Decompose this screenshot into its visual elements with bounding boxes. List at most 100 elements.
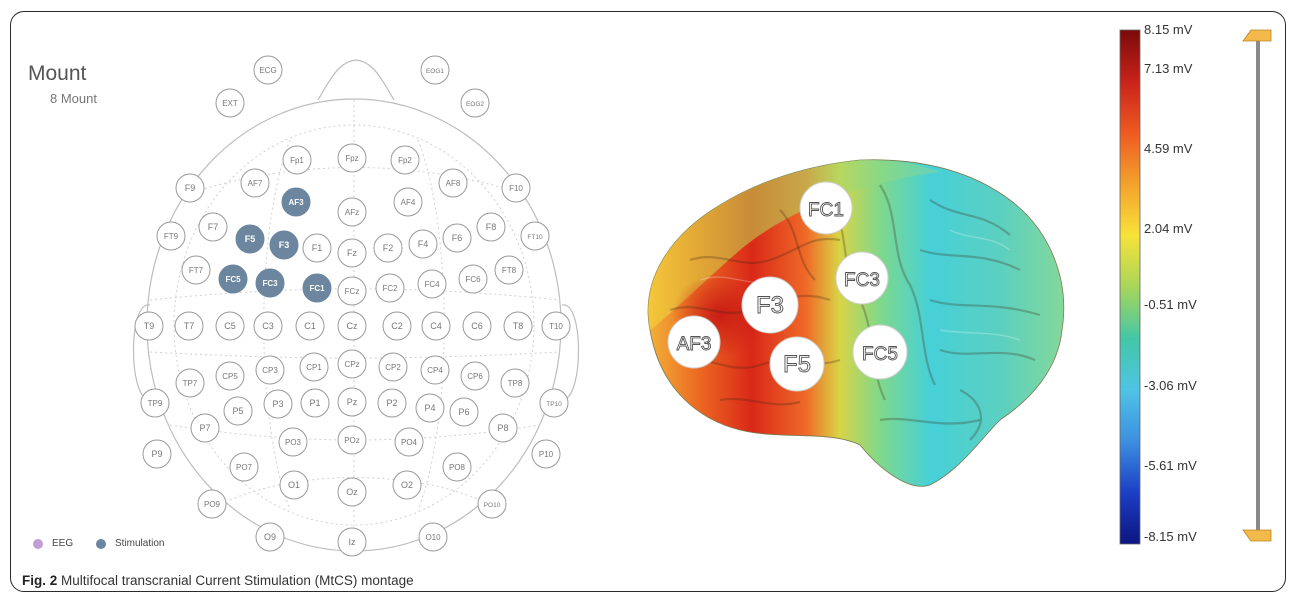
electrode-fp2[interactable]: Fp2 xyxy=(390,145,420,175)
electrode-po7[interactable]: PO7 xyxy=(229,452,259,482)
electrode-iz[interactable]: Iz xyxy=(337,527,367,557)
electrode-fc2[interactable]: FC2 xyxy=(375,273,405,303)
electrode-c1[interactable]: C1 xyxy=(295,311,325,341)
electrode-f10[interactable]: F10 xyxy=(501,173,531,203)
electrode-fc4[interactable]: FC4 xyxy=(417,269,447,299)
electrode-cp5[interactable]: CP5 xyxy=(215,361,245,391)
electrode-tp10[interactable]: TP10 xyxy=(539,388,569,418)
electrode-ft8[interactable]: FT8 xyxy=(494,255,524,285)
electrode-pz[interactable]: Pz xyxy=(337,387,367,417)
electrode-cpz[interactable]: CPz xyxy=(337,349,367,379)
electrode-cp4[interactable]: CP4 xyxy=(420,355,450,385)
electrode-fc5[interactable]: FC5 xyxy=(218,264,248,294)
electrode-po9[interactable]: PO9 xyxy=(197,489,227,519)
electrode-p9[interactable]: P9 xyxy=(142,439,172,469)
electrode-f4[interactable]: F4 xyxy=(408,229,438,259)
electrode-tp7[interactable]: TP7 xyxy=(175,368,205,398)
slider-top-handle[interactable] xyxy=(1242,29,1272,42)
electrode-p5[interactable]: P5 xyxy=(223,396,253,426)
brain-electrode-f5: F5 xyxy=(769,336,825,392)
electrode-f9[interactable]: F9 xyxy=(175,173,205,203)
slider-bottom-handle[interactable] xyxy=(1242,529,1272,542)
electrode-p6[interactable]: P6 xyxy=(449,397,479,427)
electrode-fz[interactable]: Fz xyxy=(337,238,367,268)
electrode-p10[interactable]: P10 xyxy=(531,439,561,469)
electrode-ecg[interactable]: ECG xyxy=(253,55,283,85)
electrode-oz[interactable]: Oz xyxy=(337,477,367,507)
electrode-t8[interactable]: T8 xyxy=(503,311,533,341)
electrode-fc1[interactable]: FC1 xyxy=(302,273,332,303)
electrode-f7[interactable]: F7 xyxy=(198,212,228,242)
electrode-circle xyxy=(390,145,420,175)
electrode-ft9[interactable]: FT9 xyxy=(156,221,186,251)
electrode-circle xyxy=(140,388,170,418)
electrode-cz[interactable]: Cz xyxy=(337,311,367,341)
electrode-circle xyxy=(420,55,450,85)
electrode-po10[interactable]: PO10 xyxy=(477,489,507,519)
electrode-f8[interactable]: F8 xyxy=(476,212,506,242)
electrode-label: EOG2 xyxy=(466,101,484,108)
electrode-p4[interactable]: P4 xyxy=(415,393,445,423)
colorbar xyxy=(1119,29,1141,545)
electrode-f3[interactable]: F3 xyxy=(269,230,299,260)
electrode-circle xyxy=(263,389,293,419)
electrode-po4[interactable]: PO4 xyxy=(394,427,424,457)
electrode-circle xyxy=(156,221,186,251)
electrode-t10[interactable]: T10 xyxy=(541,311,571,341)
electrode-af7[interactable]: AF7 xyxy=(240,168,270,198)
electrode-af3[interactable]: AF3 xyxy=(281,187,311,217)
electrode-p8[interactable]: P8 xyxy=(488,413,518,443)
electrode-fp1[interactable]: Fp1 xyxy=(282,145,312,175)
electrode-f6[interactable]: F6 xyxy=(442,223,472,253)
electrode-cp6[interactable]: CP6 xyxy=(460,361,490,391)
range-slider[interactable] xyxy=(1238,26,1278,551)
electrode-f2[interactable]: F2 xyxy=(373,233,403,263)
electrode-t7[interactable]: T7 xyxy=(174,311,204,341)
electrode-po3[interactable]: PO3 xyxy=(278,427,308,457)
electrode-poz[interactable]: POz xyxy=(337,425,367,455)
electrode-c4[interactable]: C4 xyxy=(421,311,451,341)
electrode-circle xyxy=(488,413,518,443)
electrode-tp8[interactable]: TP8 xyxy=(500,368,530,398)
electrode-cp1[interactable]: CP1 xyxy=(299,352,329,382)
electrode-fc6[interactable]: FC6 xyxy=(458,264,488,294)
electrode-fcz[interactable]: FCz xyxy=(337,276,367,306)
electrode-circle xyxy=(337,527,367,557)
electrode-eog2[interactable]: EOG2 xyxy=(460,88,490,118)
electrode-f5[interactable]: F5 xyxy=(235,224,265,254)
electrode-p2[interactable]: P2 xyxy=(377,388,407,418)
electrode-af4[interactable]: AF4 xyxy=(393,187,423,217)
electrode-o1[interactable]: O1 xyxy=(279,470,309,500)
electrode-o2[interactable]: O2 xyxy=(392,470,422,500)
electrode-p1[interactable]: P1 xyxy=(300,388,330,418)
electrode-ext[interactable]: EXT xyxy=(215,88,245,118)
electrode-afz[interactable]: AFz xyxy=(337,197,367,227)
electrode-fc3[interactable]: FC3 xyxy=(255,268,285,298)
electrode-af8[interactable]: AF8 xyxy=(438,168,468,198)
electrode-c3[interactable]: C3 xyxy=(253,311,283,341)
caption-prefix: Fig. 2 xyxy=(22,573,58,588)
electrode-label: Fpz xyxy=(345,154,358,163)
electrode-circle xyxy=(337,276,367,306)
electrode-o10[interactable]: O10 xyxy=(418,522,448,552)
brain-electrode-label: F3 xyxy=(756,292,784,319)
electrode-po8[interactable]: PO8 xyxy=(442,452,472,482)
electrode-circle xyxy=(337,311,367,341)
electrode-fpz[interactable]: Fpz xyxy=(337,143,367,173)
electrode-cp2[interactable]: CP2 xyxy=(378,352,408,382)
electrode-t9[interactable]: T9 xyxy=(134,311,164,341)
electrode-ft7[interactable]: FT7 xyxy=(181,255,211,285)
electrode-c6[interactable]: C6 xyxy=(462,311,492,341)
electrode-f1[interactable]: F1 xyxy=(302,233,332,263)
electrode-tp9[interactable]: TP9 xyxy=(140,388,170,418)
electrode-circle xyxy=(392,470,422,500)
electrode-c5[interactable]: C5 xyxy=(215,311,245,341)
electrode-ft10[interactable]: FT10 xyxy=(520,221,550,251)
electrode-eog1[interactable]: EOG1 xyxy=(420,55,450,85)
electrode-o9[interactable]: O9 xyxy=(255,522,285,552)
electrode-p3[interactable]: P3 xyxy=(263,389,293,419)
electrode-p7[interactable]: P7 xyxy=(190,413,220,443)
electrode-c2[interactable]: C2 xyxy=(382,311,412,341)
colorbar-tick-label: -8.15 mV xyxy=(1144,529,1197,544)
electrode-cp3[interactable]: CP3 xyxy=(255,355,285,385)
